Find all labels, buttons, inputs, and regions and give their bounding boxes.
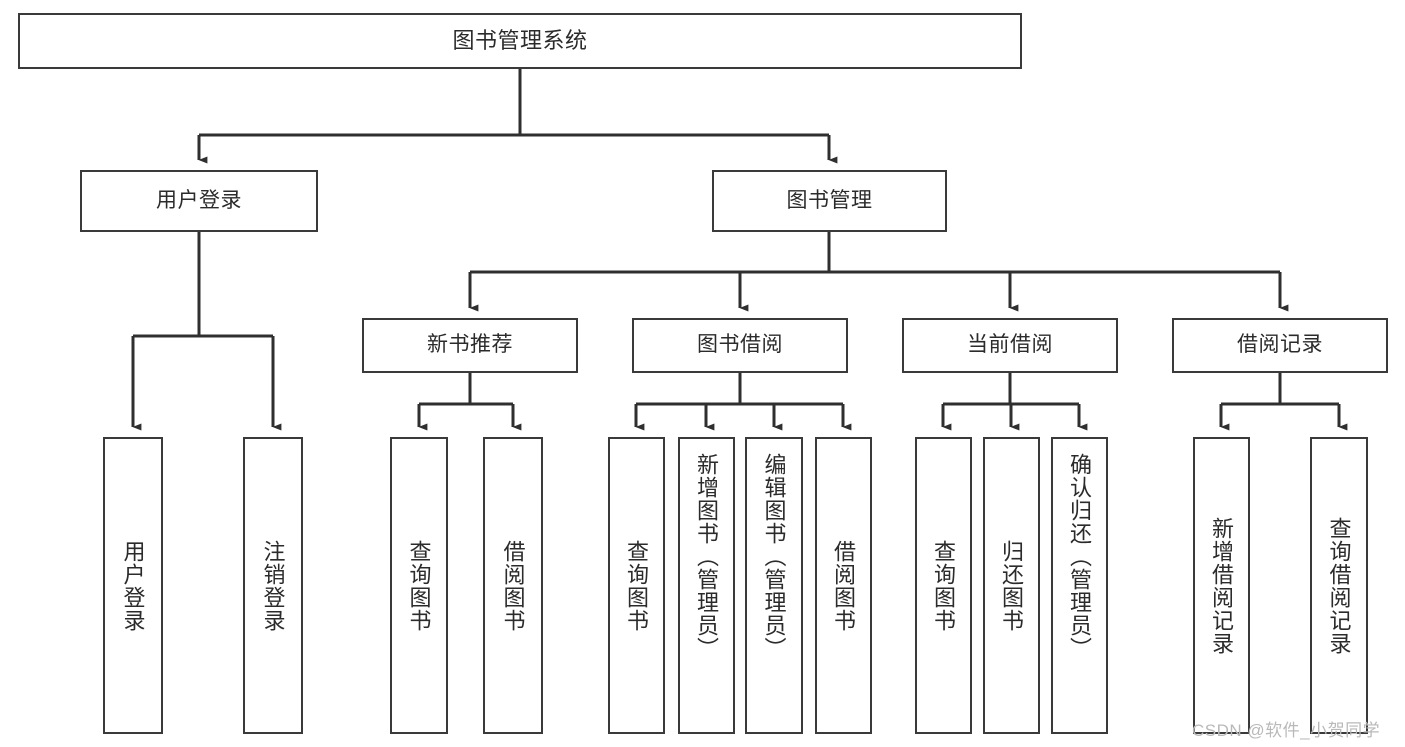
node-current-borrow[interactable]: 当前借阅 <box>902 318 1118 373</box>
csdn-watermark: CSDN @软件_小贺同学 <box>1192 721 1381 740</box>
node-leaf-query-book-cur-label: 查询图书 <box>931 539 957 632</box>
node-leaf-add-record-label: 新增借阅记录 <box>1209 516 1235 655</box>
node-leaf-add-record[interactable]: 新增借阅记录 <box>1193 437 1250 734</box>
node-book-management-label: 图书管理 <box>786 188 873 212</box>
node-leaf-edit-book-label: 编辑图书（管理员） <box>761 453 787 660</box>
node-current-borrow-label: 当前借阅 <box>967 333 1053 357</box>
node-leaf-query-book-rec[interactable]: 查询图书 <box>390 437 448 734</box>
node-leaf-confirm-return-label: 确认归还（管理员） <box>1067 453 1093 660</box>
node-leaf-query-book-borrow[interactable]: 查询图书 <box>608 437 665 734</box>
node-leaf-query-book-rec-label: 查询图书 <box>406 539 432 632</box>
node-leaf-borrow-book-rec-label: 借阅图书 <box>500 539 526 632</box>
node-leaf-query-record-label: 查询借阅记录 <box>1326 516 1352 655</box>
node-leaf-user-login[interactable]: 用户登录 <box>103 437 163 734</box>
node-leaf-borrow-book-label: 借阅图书 <box>831 539 857 632</box>
node-leaf-query-book-cur[interactable]: 查询图书 <box>915 437 972 734</box>
node-new-book-recommend-label: 新书推荐 <box>427 333 513 357</box>
node-leaf-user-login-label: 用户登录 <box>120 539 146 632</box>
node-root-label: 图书管理系统 <box>452 28 588 54</box>
node-book-management[interactable]: 图书管理 <box>712 170 947 232</box>
node-new-book-recommend[interactable]: 新书推荐 <box>362 318 578 373</box>
node-leaf-user-logout[interactable]: 注销登录 <box>243 437 303 734</box>
node-leaf-add-book[interactable]: 新增图书（管理员） <box>678 437 735 734</box>
node-leaf-query-record[interactable]: 查询借阅记录 <box>1310 437 1368 734</box>
node-leaf-return-book[interactable]: 归还图书 <box>983 437 1040 734</box>
node-leaf-user-logout-label: 注销登录 <box>260 539 286 632</box>
node-borrow-record[interactable]: 借阅记录 <box>1172 318 1388 373</box>
node-user-login-label: 用户登录 <box>156 188 242 212</box>
node-leaf-query-book-borrow-label: 查询图书 <box>624 539 650 632</box>
node-leaf-return-book-label: 归还图书 <box>999 539 1025 632</box>
node-leaf-borrow-book[interactable]: 借阅图书 <box>815 437 872 734</box>
node-leaf-borrow-book-rec[interactable]: 借阅图书 <box>483 437 543 734</box>
node-root[interactable]: 图书管理系统 <box>18 13 1022 69</box>
node-leaf-edit-book[interactable]: 编辑图书（管理员） <box>745 437 803 734</box>
node-book-borrow-label: 图书借阅 <box>697 333 783 357</box>
node-leaf-add-book-label: 新增图书（管理员） <box>694 453 720 660</box>
node-leaf-confirm-return[interactable]: 确认归还（管理员） <box>1051 437 1108 734</box>
node-borrow-record-label: 借阅记录 <box>1237 333 1323 357</box>
node-book-borrow[interactable]: 图书借阅 <box>632 318 848 373</box>
node-user-login[interactable]: 用户登录 <box>80 170 318 232</box>
